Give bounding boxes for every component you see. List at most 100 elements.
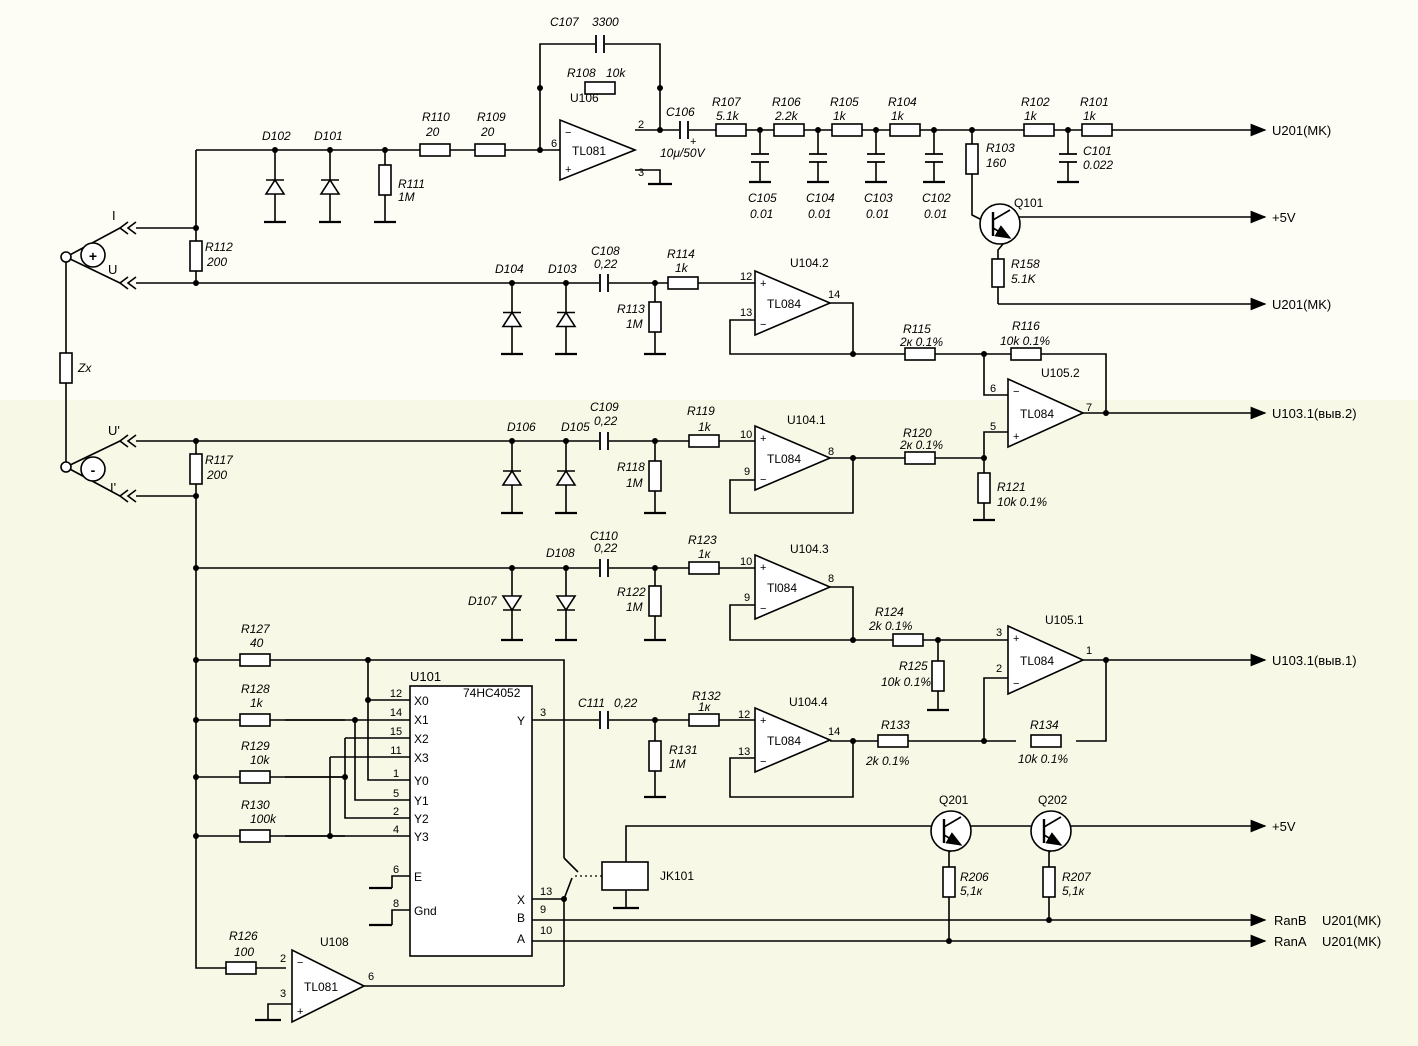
wire — [729, 302, 854, 355]
resistor-R119 — [688, 434, 720, 448]
resistor-R129 — [239, 770, 271, 784]
U101-pin-number: 9 — [540, 904, 546, 916]
U106-pin: 3 — [638, 167, 644, 179]
transistor-collector — [992, 209, 1011, 221]
Q101-label: Q101 — [1014, 196, 1044, 210]
Q201-label: Q201 — [939, 793, 969, 807]
R206-label: R206 — [960, 870, 989, 884]
C110-label: C110 — [590, 529, 618, 543]
R116-label: R116 — [1012, 319, 1040, 333]
resistor-R206 — [942, 866, 956, 898]
opamp-input-sign: − — [760, 319, 766, 331]
wire — [983, 677, 1008, 741]
resistor-R130 — [239, 829, 271, 843]
diode-D104 — [501, 311, 523, 328]
U101-pin-name: A — [517, 932, 525, 946]
diode-D107 — [501, 595, 523, 612]
opamp-part-label: TL084 — [1020, 654, 1054, 668]
U101-pin-name: E — [414, 870, 422, 884]
wire — [65, 256, 121, 284]
U104-3-pin: 8 — [828, 573, 834, 585]
resistor-R114 — [667, 276, 699, 290]
junction-dot — [342, 774, 348, 780]
U105-2-pin: 7 — [1086, 402, 1092, 414]
U104-4-pin: 12 — [738, 709, 750, 721]
R129-label: R129 — [241, 739, 270, 753]
opamp-part-label: TL084 — [767, 452, 801, 466]
R128-value: 1k — [250, 696, 264, 710]
C111-label: C111 — [578, 696, 605, 710]
transistor-emitter — [1043, 832, 1063, 846]
R158-value: 5.1K — [1011, 272, 1037, 286]
R122-value: 1M — [626, 600, 643, 614]
transistor-collector — [1043, 816, 1062, 828]
connector-chevron — [126, 276, 137, 290]
wire — [391, 909, 410, 925]
R106-label: R106 — [772, 95, 801, 109]
R130-value: 100k — [250, 812, 277, 826]
C104-value: 0.01 — [808, 207, 831, 221]
R111-label: R111 — [398, 177, 425, 191]
R126-value: 100 — [234, 945, 254, 959]
resistor-R132 — [688, 713, 720, 727]
net-label-out7-b: U201(MK) — [1322, 913, 1381, 928]
U105-1-pin: 1 — [1086, 645, 1092, 657]
U108-pin: 6 — [368, 971, 374, 983]
resistor-R121 — [977, 472, 991, 504]
R131-value: 1M — [669, 757, 686, 771]
U104-4-pin: 14 — [828, 726, 840, 738]
probe-plus-circle — [80, 242, 106, 268]
resistor-R107 — [715, 123, 747, 137]
R118-value: 1M — [626, 476, 643, 490]
opamp-input-sign: − — [760, 756, 766, 768]
C106-polarity: + — [690, 136, 696, 148]
U104-1-pin: 8 — [828, 446, 834, 458]
wire — [267, 1003, 292, 1020]
wire — [729, 586, 854, 641]
U101-pin-name: Y — [517, 714, 525, 728]
resistor-R115 — [904, 347, 936, 361]
U106-pin: 6 — [551, 138, 557, 150]
terminal-U-prime: U' — [108, 423, 120, 438]
C103-value: 0.01 — [866, 207, 889, 221]
R116-value: 10k 0.1% — [1000, 334, 1050, 348]
resistor-R104 — [889, 123, 921, 137]
net-label-out7-a: RanB — [1274, 913, 1307, 928]
U101-label: U101 — [410, 669, 441, 684]
junction-dot — [537, 85, 543, 91]
junction-dot — [657, 85, 663, 91]
R109-label: R109 — [477, 110, 506, 124]
R115-value: 2к 0.1% — [899, 335, 943, 349]
R118-label: R118 — [617, 460, 645, 474]
C101-value: 0.022 — [1083, 158, 1113, 172]
resistor-R112 — [189, 240, 203, 272]
connector-chevron — [126, 221, 137, 235]
D108-label: D108 — [546, 546, 575, 560]
opamp-part-label: TL081 — [304, 980, 338, 994]
U101-pin-number: 11 — [390, 745, 401, 757]
wire — [344, 738, 410, 819]
U101-pin-number: 15 — [390, 726, 402, 738]
opamp-input-sign: − — [760, 603, 766, 615]
opamp-input-sign: + — [760, 715, 766, 727]
R113-value: 1M — [626, 317, 643, 331]
opamp-part-label: TL084 — [1020, 407, 1054, 421]
R134-value: 10k 0.1% — [1018, 752, 1068, 766]
resistor-R127 — [239, 653, 271, 667]
R117-label: R117 — [205, 453, 234, 467]
R104-value: 1k — [891, 109, 905, 123]
resistor-R207 — [1042, 866, 1056, 898]
R110-value: 20 — [425, 125, 440, 139]
connector-chevron — [126, 434, 137, 448]
opamp-part-label: TL084 — [767, 734, 801, 748]
wire — [729, 740, 854, 798]
U108-pin: 3 — [280, 988, 286, 1000]
U101-pin-number: 10 — [540, 925, 552, 937]
junction-dot — [327, 833, 333, 839]
U101-pin-number: 8 — [393, 898, 399, 910]
opamp-U104-3 — [754, 553, 833, 621]
C106-value: 10μ/50V — [660, 146, 706, 160]
diode-D103 — [555, 311, 577, 328]
D107-label: D107 — [468, 594, 498, 608]
R207-value: 5,1к — [1062, 884, 1086, 898]
